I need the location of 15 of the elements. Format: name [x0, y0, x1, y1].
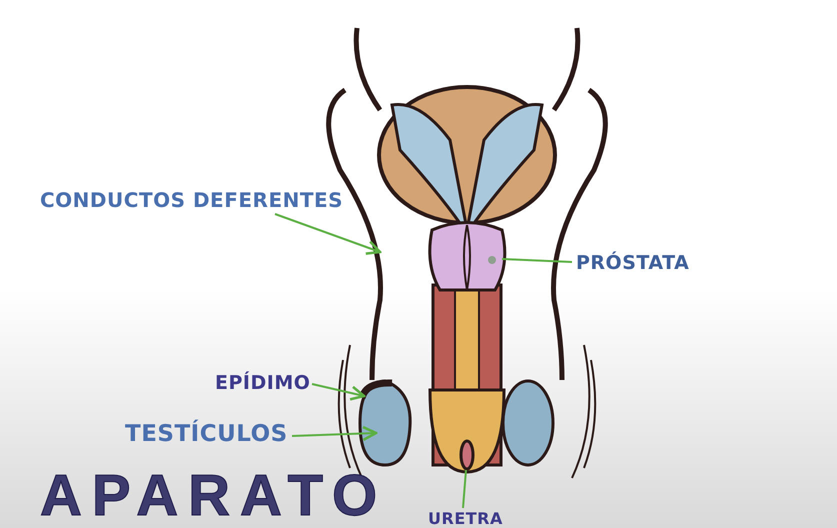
- part-label: CONDUCTOS DEFERENTES: [40, 188, 344, 212]
- part-label: URETRA: [428, 509, 503, 528]
- part-label: EPÍDIMO: [215, 372, 310, 394]
- leader-line: [502, 258, 572, 263]
- testicle: [358, 379, 412, 466]
- prostate-gland: [428, 221, 506, 292]
- leader-line: [292, 426, 378, 442]
- part-label: PRÓSTATA: [576, 252, 690, 274]
- title-text: APARATO: [40, 462, 388, 528]
- leader-line: [462, 470, 467, 508]
- leader-line: [274, 213, 382, 255]
- epididymis: [358, 379, 392, 400]
- leader-line: [312, 383, 366, 401]
- part-label: TESTÍCULOS: [125, 421, 288, 447]
- urethra-opening: [460, 440, 474, 470]
